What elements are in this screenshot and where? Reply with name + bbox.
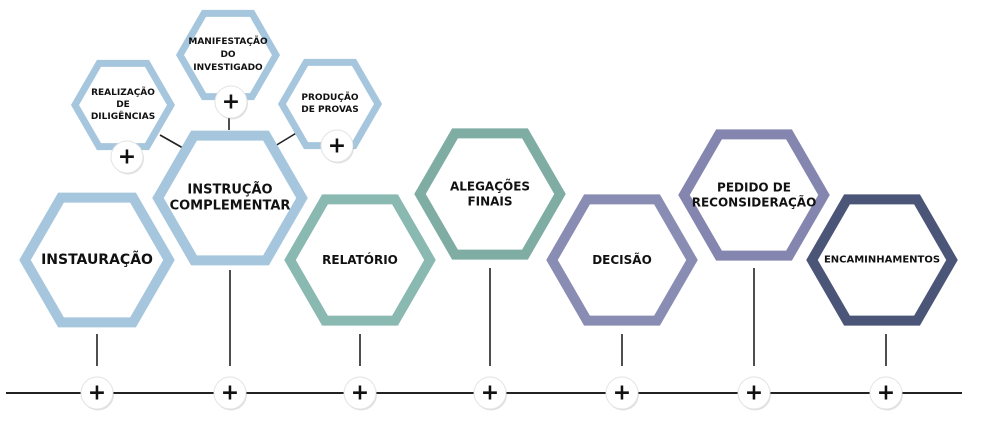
plus-icon: + xyxy=(118,145,136,170)
substage-manifestacao-do-investigado-label: INVESTIGADO xyxy=(193,63,263,73)
stage-alegacoes-finais-label: FINAIS xyxy=(467,195,512,209)
plus-icon: + xyxy=(88,381,106,406)
plus-icon: + xyxy=(328,134,346,159)
substage-producao-de-provas: PRODUÇÃO DE PROVAS xyxy=(277,58,383,150)
stage-decisao-shape xyxy=(546,194,698,326)
add-button-alegacoes-finais-circle xyxy=(473,376,507,410)
add-button-encaminhamentos-circle xyxy=(869,376,903,410)
stage-relatorio: RELATÓRIO xyxy=(284,194,436,326)
stage-pedido-de-reconsideracao-shape xyxy=(678,129,830,261)
add-button-realizacao-de-diligencias[interactable]: + xyxy=(110,140,144,175)
stage-pedido-de-reconsideracao-label: PEDIDO DE xyxy=(717,181,791,195)
substage-manifestacao-do-investigado-label: MANIFESTAÇÃO xyxy=(188,36,268,47)
add-button-relatorio-circle xyxy=(343,376,377,410)
plus-icon: + xyxy=(221,381,239,406)
add-button-pedido-de-reconsideracao-circle xyxy=(737,376,771,410)
stage-relatorio-label: RELATÓRIO xyxy=(322,252,398,267)
substage-realizacao-de-diligencias-label: DE xyxy=(116,100,130,110)
add-button-manifestacao-do-investigado-circle xyxy=(214,85,248,119)
stage-decisao: DECISÃO xyxy=(546,194,698,326)
add-button-manifestacao-do-investigado[interactable]: + xyxy=(214,85,248,120)
plus-icon: + xyxy=(351,381,369,406)
stage-encaminhamentos-shape xyxy=(806,194,958,326)
add-button-decisao[interactable]: + xyxy=(605,376,639,411)
stage-alegacoes-finais-shape xyxy=(414,128,566,260)
add-button-producao-de-provas[interactable]: + xyxy=(320,129,354,164)
plus-icon: + xyxy=(222,90,240,115)
stage-instrucao-complementar-label: COMPLEMENTAR xyxy=(170,199,291,214)
stage-encaminhamentos-label: ENCAMINHAMENTOS xyxy=(824,255,940,266)
add-button-instauracao[interactable]: + xyxy=(80,376,114,411)
stage-instauracao-label: INSTAURAÇÃO xyxy=(41,251,153,268)
add-button-decisao-circle xyxy=(605,376,639,410)
plus-icon: + xyxy=(613,381,631,406)
stage-encaminhamentos: ENCAMINHAMENTOS xyxy=(806,194,958,326)
add-button-instauracao-circle xyxy=(80,376,114,410)
add-button-instrucao-complementar-circle xyxy=(213,376,247,410)
substage-connector-producao-de-provas xyxy=(274,131,299,147)
stage-pedido-de-reconsideracao-label: RECONSIDERAÇÃO xyxy=(692,195,817,210)
substage-manifestacao-do-investigado: MANIFESTAÇÃO DO INVESTIGADO xyxy=(175,9,281,101)
stage-instrucao-complementar-shape xyxy=(152,130,308,266)
add-button-encaminhamentos[interactable]: + xyxy=(869,376,903,411)
add-button-realizacao-de-diligencias-circle xyxy=(110,140,144,174)
stage-instauracao-shape xyxy=(19,192,175,328)
add-button-relatorio[interactable]: + xyxy=(343,376,377,411)
substage-realizacao-de-diligencias-label: DILIGÊNCIAS xyxy=(91,110,155,122)
add-button-alegacoes-finais[interactable]: + xyxy=(473,376,507,411)
stage-instauracao: INSTAURAÇÃO xyxy=(19,192,175,328)
substage-producao-de-provas-shape xyxy=(277,58,383,150)
plus-icon: + xyxy=(745,381,763,406)
plus-icon: + xyxy=(877,381,895,406)
stage-instrucao-complementar-label: INSTRUÇÃO xyxy=(187,182,272,198)
substage-manifestacao-do-investigado-shape xyxy=(175,9,281,101)
stage-relatorio-shape xyxy=(284,194,436,326)
substage-producao-de-provas-label: PRODUÇÃO xyxy=(301,92,359,103)
stage-decisao-label: DECISÃO xyxy=(592,252,652,267)
substage-realizacao-de-diligencias-shape xyxy=(70,59,176,151)
stage-alegacoes-finais-label: ALEGAÇÕES xyxy=(450,179,530,194)
add-button-pedido-de-reconsideracao[interactable]: + xyxy=(737,376,771,411)
plus-icon: + xyxy=(481,381,499,406)
add-button-instrucao-complementar[interactable]: + xyxy=(213,376,247,411)
substage-manifestacao-do-investigado-label: DO xyxy=(220,50,235,60)
add-button-producao-de-provas-circle xyxy=(320,129,354,163)
substage-producao-de-provas-label: DE PROVAS xyxy=(301,105,359,115)
substage-realizacao-de-diligencias-label: REALIZAÇÃO xyxy=(91,87,155,98)
